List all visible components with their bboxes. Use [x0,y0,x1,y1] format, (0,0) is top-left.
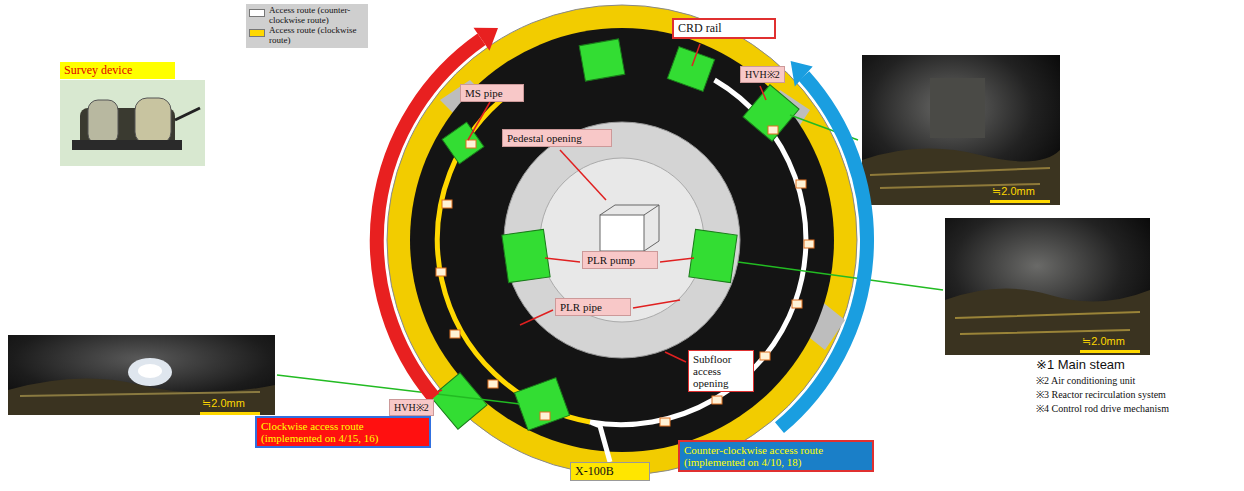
node-text: Pedestal opening [507,132,607,144]
camera-photo [945,218,1150,355]
footnote: ※4 Control rod drive mechanism [1036,403,1186,414]
legend-row: Access route (clockwise route) [249,26,365,46]
part-label: Subfloor access opening [688,350,754,392]
camera-photo [862,55,1060,205]
part-label: HVH※2 [389,399,434,416]
penetration-label: X-100B [570,462,650,481]
node-text: PLR pipe [560,301,626,313]
part-label: HVH※2 [740,66,785,83]
node-text: HVH※2 [745,69,780,80]
scale-label: ≒2.0mm [1082,335,1125,347]
node-text: Clockwise access route (implemented on 4… [261,420,425,444]
device-photo [60,80,205,166]
part-label: MS pipe [460,84,524,102]
node-text: HVH※2 [394,402,429,413]
footnote: ※1 Main steam [1036,358,1186,372]
legend-row: Access route (counter-clockwise route) [249,6,365,26]
containment-plan [200,5,1140,475]
scale-label: ≒2.0mm [202,397,245,409]
legend-swatch [249,29,265,37]
node-text: X-100B [575,465,645,478]
node-text: CRD rail [678,22,770,35]
node-text: Counter-clockwise access route (implemen… [684,444,868,468]
footnote: ※2 Air conditioning unit [1036,375,1186,386]
node-text: Survey device [64,64,171,77]
camera-photo [8,335,275,415]
footnote: ※3 Reactor recirculation system [1036,389,1186,400]
part-label: Pedestal opening [502,129,612,147]
legend: Access route (counter-clockwise route)Ac… [246,4,368,48]
node-text: PLR pump [587,254,653,266]
route-label: Counter-clockwise access route (implemen… [678,440,874,472]
route-label: Clockwise access route (implemented on 4… [255,416,431,448]
part-label: PLR pipe [555,298,631,316]
legend-text: Access route (counter-clockwise route) [269,6,365,26]
notes: ※1 Main steam ※2 Air conditioning unit ※3 … [1036,358,1186,414]
scale-label: ≒2.0mm [992,185,1035,197]
legend-text: Access route (clockwise route) [269,26,365,46]
part-label: PLR pump [582,251,658,269]
part-label: CRD rail [672,18,776,39]
node-text: Subfloor access opening [693,353,749,389]
device-label: Survey device [60,62,175,79]
legend-swatch [249,9,265,17]
node-text: MS pipe [465,87,519,99]
